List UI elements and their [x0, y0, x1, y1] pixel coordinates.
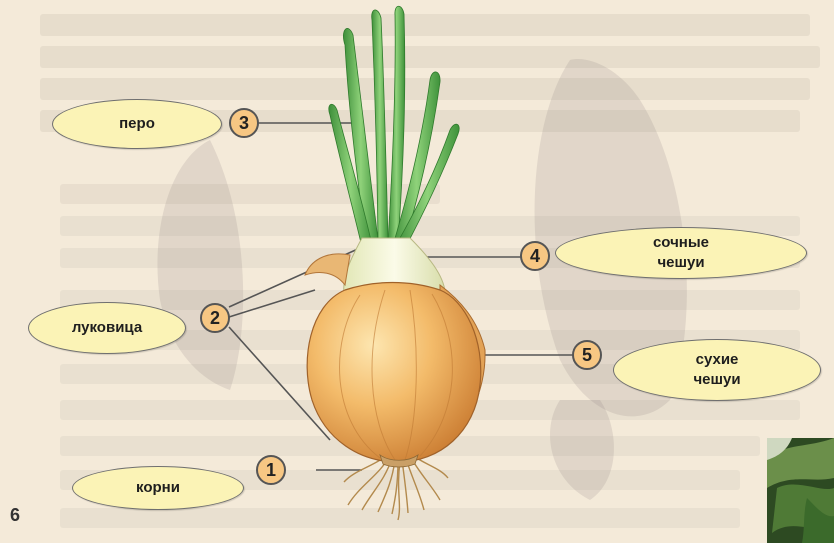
page-number: 6 — [10, 505, 20, 526]
corner-photo — [767, 438, 834, 543]
bulb — [307, 283, 481, 463]
marker-5: 5 — [572, 340, 602, 370]
label-pero: перо — [52, 99, 222, 149]
label-lukovitsa: луковица — [28, 302, 186, 354]
label-sochnye-cheshui: сочные чешуи — [555, 227, 807, 279]
label-korni: корни — [72, 466, 244, 510]
leaves — [329, 6, 459, 250]
marker-1: 1 — [256, 455, 286, 485]
marker-2: 2 — [200, 303, 230, 333]
marker-3: 3 — [229, 108, 259, 138]
marker-4: 4 — [520, 241, 550, 271]
label-sukhie-cheshui: сухие чешуи — [613, 339, 821, 401]
dry-scale-left — [305, 254, 350, 285]
